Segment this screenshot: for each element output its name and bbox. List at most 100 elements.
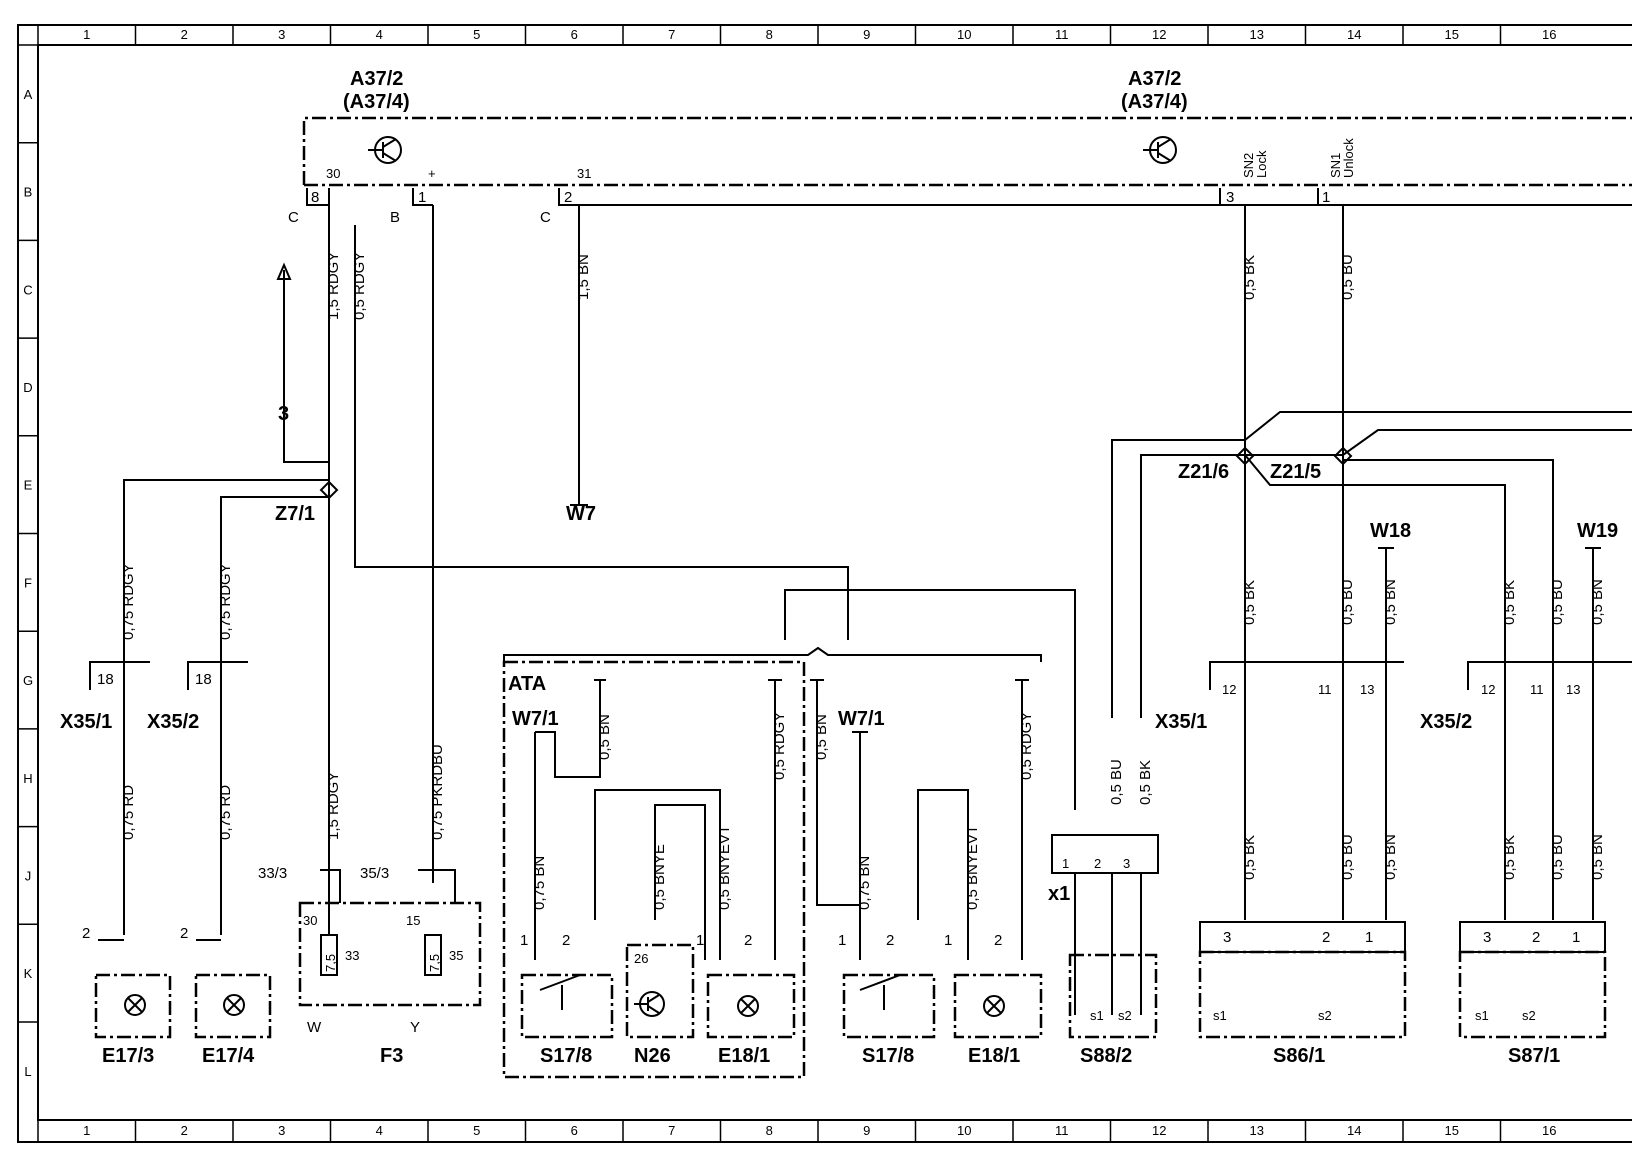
pin-label: 13 [1566, 682, 1580, 697]
wire-label: 0,5 BU [1549, 834, 1566, 880]
switch-s88-2 [1068, 953, 1158, 1039]
module-a37-box [302, 116, 1632, 187]
wire-label: 0,5 BU [1339, 254, 1356, 300]
pin-label: 2 [1094, 856, 1101, 871]
arrow-up [276, 262, 292, 280]
wire-label: 0,5 BNYEVT [964, 825, 981, 910]
wire [917, 789, 969, 960]
wire [1140, 429, 1632, 718]
module-label: A37/2 [1128, 68, 1181, 90]
component-label: S86/1 [1273, 1045, 1325, 1067]
component-label: E17/3 [102, 1045, 154, 1067]
wire-label: 0,5 BU [1339, 834, 1356, 880]
pin-label: Y [410, 1019, 420, 1036]
pin-label: 2 [82, 925, 90, 942]
pin-label: s2 [1318, 1008, 1332, 1023]
pin-label: 1 [418, 189, 426, 206]
pin-label: Unlock [1341, 138, 1356, 178]
lamp-e17-4 [194, 973, 272, 1039]
connector-label: x1 [1048, 883, 1070, 905]
grid-column-label: 12 [1152, 27, 1166, 42]
grid-row-label: G [23, 673, 33, 688]
wire-label: 0,5 BK [1501, 580, 1518, 625]
wire-label: 0,5 BK [1241, 255, 1258, 300]
wire-label: 0,5 BNYE [651, 844, 668, 910]
pin-label: 30 [326, 166, 340, 181]
grid-column-label: 7 [668, 1123, 675, 1138]
component-label: S17/8 [862, 1045, 914, 1067]
component-label: N26 [634, 1045, 671, 1067]
pin-label: 1 [944, 932, 952, 949]
grid-column-label: 3 [278, 1123, 285, 1138]
grid-column-label: 4 [376, 1123, 383, 1138]
wire-label: 0,75 BN [856, 856, 873, 910]
arrow-reference: 3 [278, 403, 289, 425]
pin-label: 1 [1572, 929, 1580, 946]
switch-icon [859, 974, 901, 1010]
switch-s86-1 [1198, 950, 1407, 1039]
wire-label: 0,5 RDGY [771, 712, 788, 780]
pin-label: 11 [1530, 682, 1544, 697]
pin-label: s1 [1475, 1008, 1489, 1023]
grid-column-label: 5 [473, 27, 480, 42]
lamp-e18-1-b [953, 973, 1043, 1039]
connector-s87 [1459, 921, 1606, 953]
transistor-icon [368, 136, 402, 164]
pin-label: 1 [520, 932, 528, 949]
wire [1111, 411, 1632, 718]
pin-label: 2 [180, 925, 188, 942]
wire [768, 679, 782, 960]
pin-label: 3 [1123, 856, 1130, 871]
wire [1015, 679, 1029, 960]
wire-label: 0,5 BN [1382, 579, 1399, 625]
wire [354, 225, 849, 640]
grid-row-label: H [23, 771, 32, 786]
fuse-icon [424, 934, 442, 976]
connector-label: X35/2 [147, 711, 199, 733]
pin-label: 30 [303, 913, 317, 928]
grid-column-label: 8 [766, 27, 773, 42]
frame-inner [37, 44, 1632, 1121]
pin-label: 12 [1481, 682, 1495, 697]
pin-label: 33/3 [258, 865, 287, 882]
connector-label: X35/1 [60, 711, 112, 733]
grid-column-label: 13 [1250, 27, 1264, 42]
wire-label: 0,75 RD [217, 785, 234, 840]
ground-label: W19 [1577, 520, 1618, 542]
wire [654, 804, 706, 960]
wire-label: 1,5 BN [575, 254, 592, 300]
grid-column-label: 10 [957, 27, 971, 42]
pin-label: 1 [1062, 856, 1069, 871]
wire [1378, 547, 1394, 920]
component-label: S87/1 [1508, 1045, 1560, 1067]
lamp-icon [983, 995, 1005, 1017]
connector-stub [558, 188, 1632, 206]
grid-row-label: A [24, 87, 33, 102]
pin-label: 35/3 [360, 865, 389, 882]
pin-label: 1 [696, 932, 704, 949]
grid-row-label: D [23, 380, 32, 395]
pin-label: 3 [1483, 929, 1491, 946]
wire-label: 0,5 BN [1589, 579, 1606, 625]
wire-label: 0,5 BK [1501, 835, 1518, 880]
grid-column-label: 12 [1152, 1123, 1166, 1138]
module-label: ATA [508, 673, 546, 695]
switch-s17-8-a [520, 973, 614, 1039]
pin-label: s2 [1522, 1008, 1536, 1023]
grid-column-label: 11 [1055, 1123, 1069, 1138]
wire [852, 731, 868, 960]
switch-s87-1 [1458, 950, 1607, 1039]
grid-row-label: L [24, 1064, 31, 1079]
transistor-icon [1143, 136, 1177, 164]
pin-label: 11 [1318, 682, 1332, 697]
grid-column-label: 14 [1347, 1123, 1361, 1138]
wire-label: 0,5 BN [1382, 834, 1399, 880]
connector-x35 [89, 661, 248, 690]
wire-label: 0,5 BK [1241, 580, 1258, 625]
grid-column-label: 6 [571, 1123, 578, 1138]
pin-label: 8 [311, 189, 319, 206]
module-n26 [625, 943, 695, 1039]
pin-label: 2 [744, 932, 752, 949]
grid-column-label: 5 [473, 1123, 480, 1138]
